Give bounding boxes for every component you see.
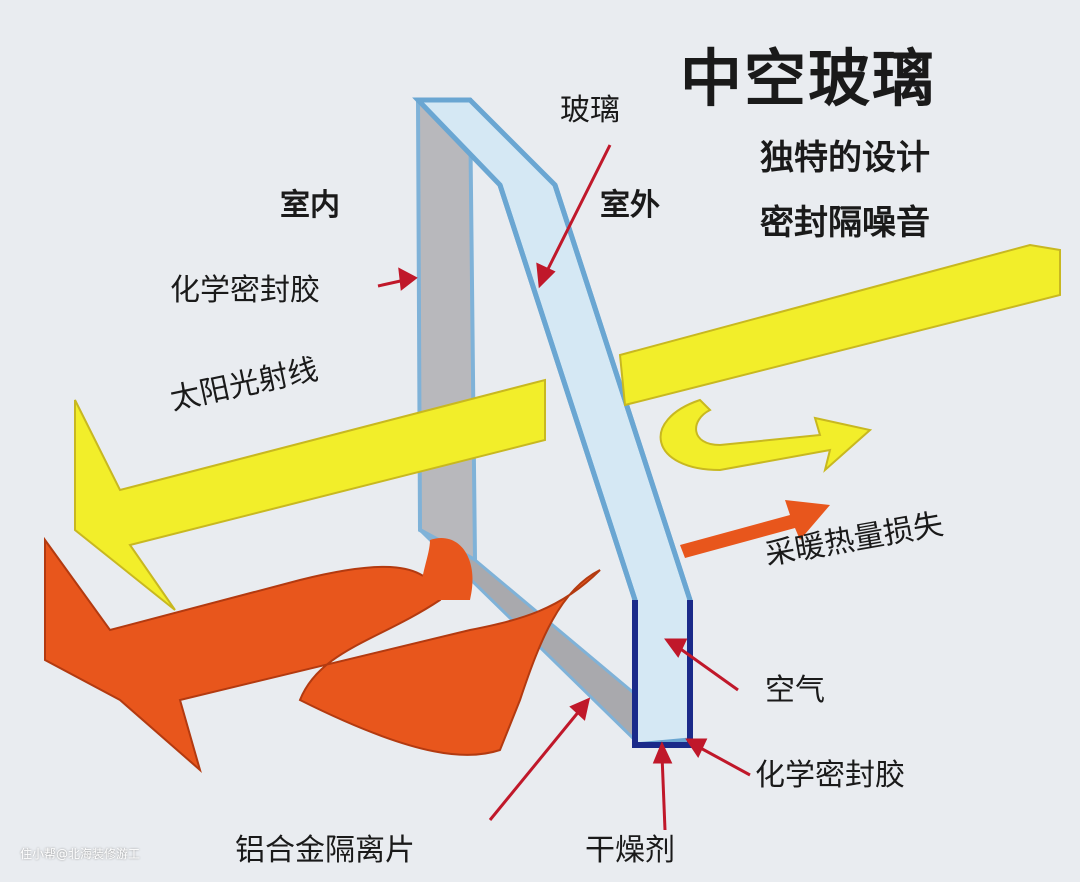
label-desiccant: 干燥剂 [585, 833, 675, 868]
sun-ray-arrow [618, 243, 1061, 407]
watermark: 住小帮@北海装修游工 [20, 847, 141, 861]
subtitle-line-1: 独特的设计 [760, 138, 930, 178]
subtitle-line-2: 密封隔噪音 [760, 203, 930, 243]
heat-loss-arrow [44, 536, 601, 773]
reflected-sun-arrow [659, 398, 873, 473]
pointer-arrows [377, 144, 751, 831]
label-sealant-bottom: 化学密封胶 [755, 758, 905, 793]
inner-glass-pane [415, 98, 478, 564]
label-air: 空气 [765, 673, 825, 708]
label-outdoor: 室外 [600, 188, 660, 223]
diagram-title: 中空玻璃 [680, 42, 937, 115]
label-spacer: 铝合金隔离片 [235, 833, 415, 868]
label-indoor: 室内 [280, 188, 340, 223]
sun-ray-arrow-inner [74, 378, 546, 611]
label-sealant-top: 化学密封胶 [170, 273, 320, 308]
label-glass: 玻璃 [560, 93, 620, 128]
heat-escape-arrow [680, 500, 830, 558]
